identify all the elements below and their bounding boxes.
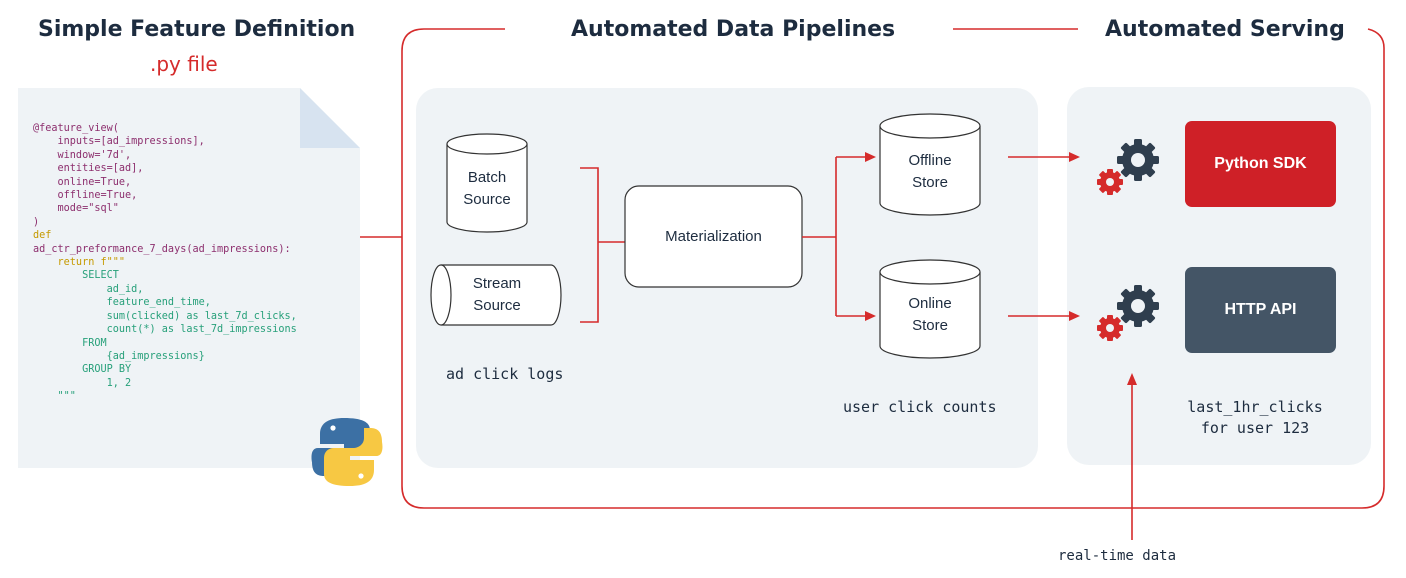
arrow-online (865, 311, 876, 321)
code-arg: offline=True, (33, 190, 138, 202)
arrow-to-sdk (1069, 152, 1080, 162)
code-sql: sum(clicked) as last_7d_clicks, (33, 310, 297, 322)
arrow-realtime (1127, 373, 1137, 385)
arrow-to-api (1069, 311, 1080, 321)
merge-bracket (580, 167, 625, 323)
feature-label: last_1hr_clicks for user 123 (1187, 398, 1323, 437)
gear-small-icon (1097, 169, 1123, 195)
red-outline (401, 28, 1385, 509)
code-sql: ad_id, (33, 283, 144, 295)
code-sql: count(*) as last_7d_impressions (33, 324, 297, 336)
python-sdk-button[interactable]: Python SDK (1185, 121, 1336, 207)
offline-store-label: Offline Store (908, 152, 952, 191)
gear-icon (1117, 139, 1159, 181)
http-api-button[interactable]: HTTP API (1185, 267, 1336, 353)
code-sql: FROM (33, 337, 107, 349)
batch-source-label: Batch Source (463, 169, 511, 208)
py-file-subtitle: .py file (150, 52, 218, 76)
feature-definition-title: Simple Feature Definition (38, 17, 356, 42)
code-function: ad_ctr_preformance_7_days(ad_impressions… (33, 243, 291, 255)
code-close: ) (33, 216, 40, 228)
code-sql: GROUP BY (33, 364, 132, 376)
realtime-data-label: real-time data (1058, 548, 1177, 564)
gear-small-icon (1097, 315, 1123, 341)
stream-source-cylinder (430, 264, 562, 326)
code-sql: {ad_impressions} (33, 350, 205, 362)
split-connector (802, 157, 837, 316)
serving-title: Automated Serving (1105, 17, 1345, 42)
code-arg: inputs=[ad_impressions], (33, 136, 205, 148)
ad-click-logs-label: ad click logs (446, 365, 564, 383)
code-def-keyword: def (33, 230, 52, 242)
offline-store-cylinder (879, 113, 981, 216)
code-document (18, 88, 360, 468)
online-store-cylinder (879, 259, 981, 359)
user-click-counts-label: user click counts (843, 398, 997, 416)
arrow-offline (865, 152, 876, 162)
document-fold (300, 88, 360, 148)
code-sql: feature_end_time, (33, 297, 211, 309)
feature-view-code: @feature_view( inputs=[ad_impressions], … (33, 122, 297, 404)
code-sql: """ (33, 391, 76, 403)
code-sql: SELECT (33, 270, 119, 282)
online-store-label: Online Store (908, 295, 952, 334)
gear-icon (1117, 285, 1159, 327)
batch-source-cylinder (446, 133, 528, 233)
stream-source-label: Stream Source (472, 275, 522, 314)
code-arg: mode="sql" (33, 203, 119, 215)
code-return: return f""" (33, 257, 126, 269)
materialization-label: Materialization (665, 228, 762, 245)
python-logo-icon (311, 418, 383, 486)
code-sql: 1, 2 (33, 377, 132, 389)
pipelines-title: Automated Data Pipelines (571, 17, 896, 42)
code-arg: online=True, (33, 176, 132, 188)
code-arg: entities=[ad], (33, 163, 144, 175)
code-arg: window='7d', (33, 149, 132, 161)
code-decorator: @feature_view( (33, 123, 119, 134)
